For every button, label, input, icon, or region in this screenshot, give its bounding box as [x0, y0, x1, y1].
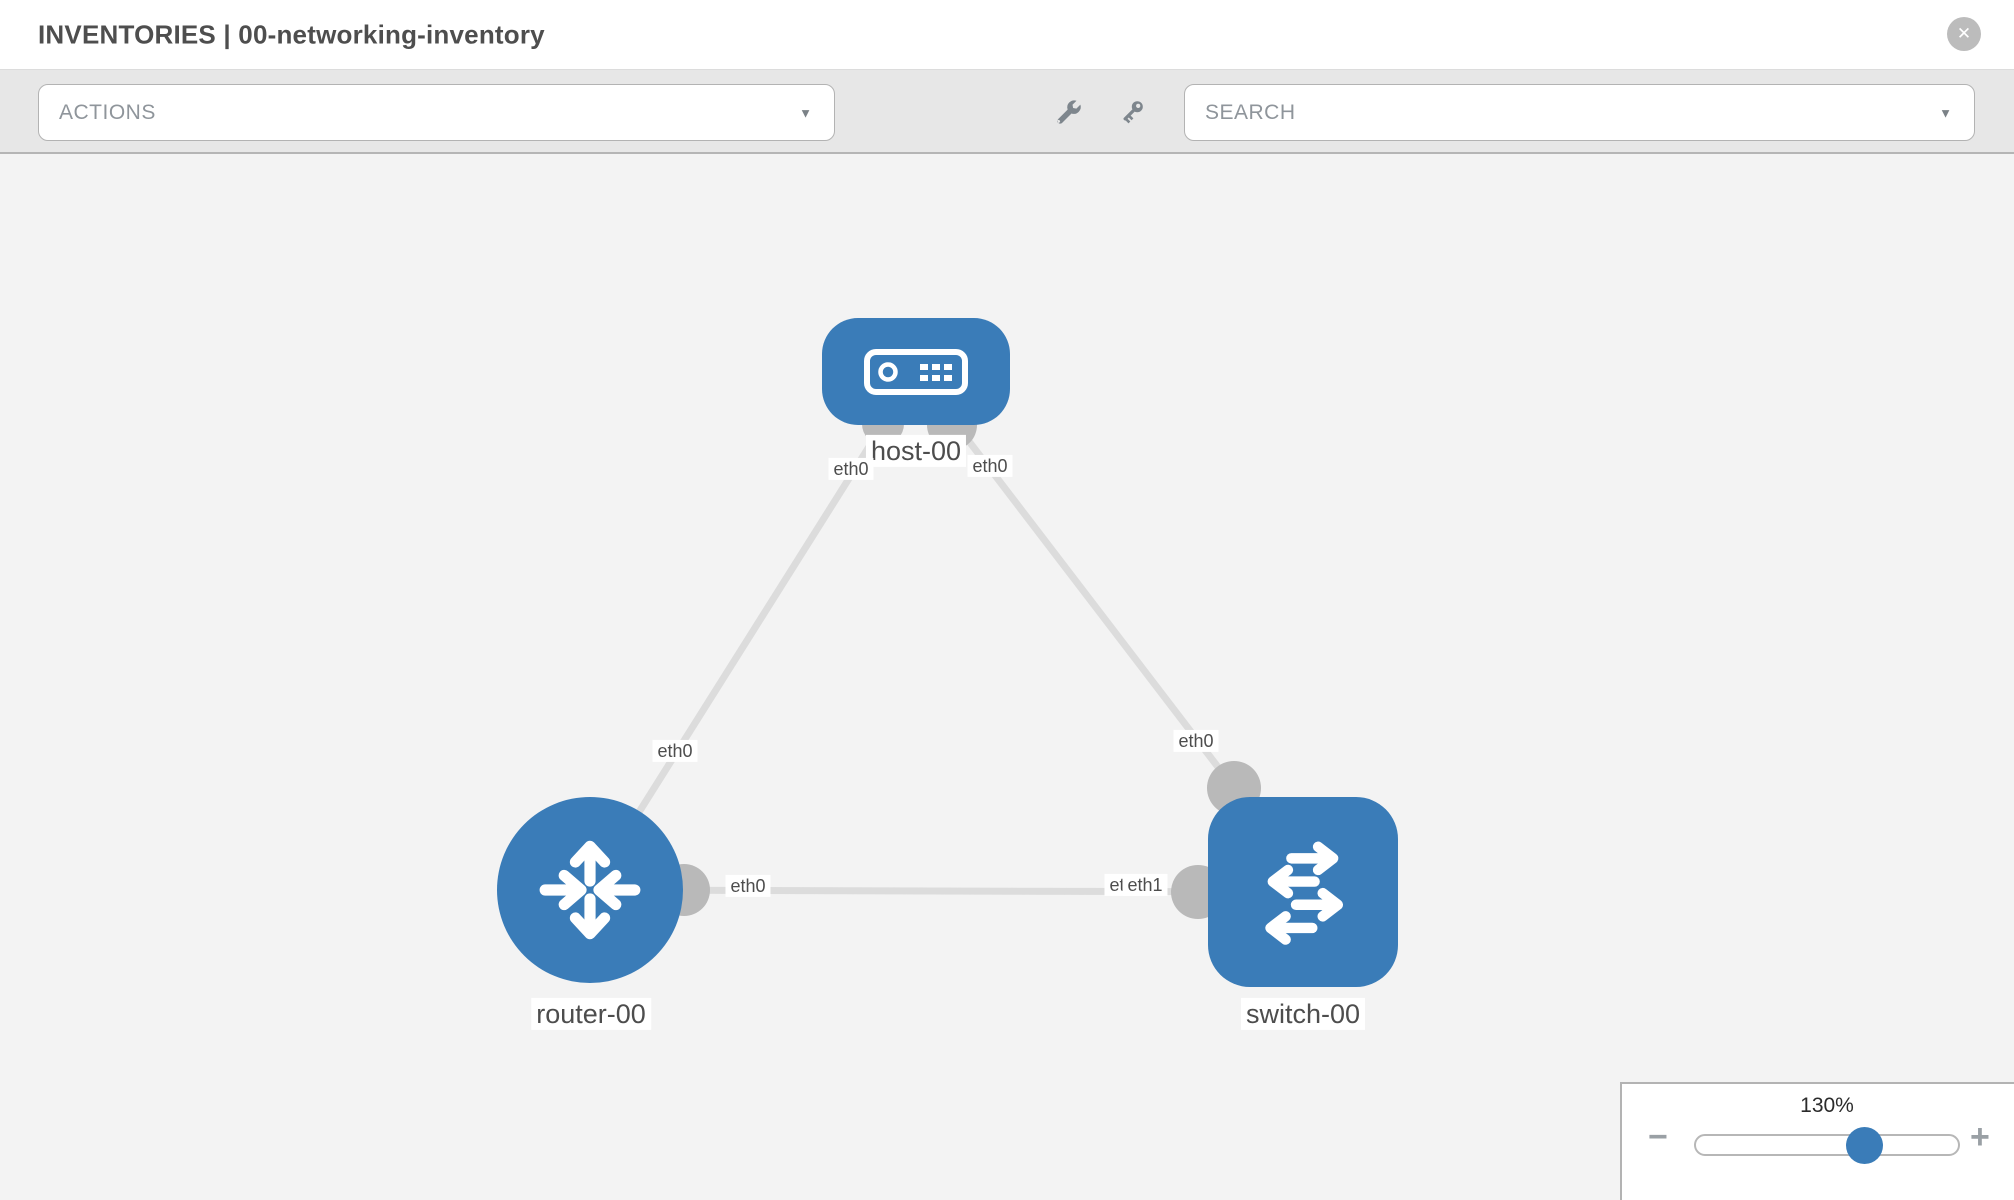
- iface-label: eth0: [967, 454, 1013, 478]
- zoom-slider-thumb[interactable]: [1846, 1127, 1883, 1164]
- zoom-in-button[interactable]: +: [1970, 1120, 1990, 1154]
- iface-label: eth0: [652, 739, 698, 763]
- node-router-00[interactable]: [497, 797, 683, 983]
- wrench-icon: [1057, 100, 1081, 124]
- node-host-00[interactable]: [822, 318, 1010, 425]
- router-icon: [539, 840, 641, 940]
- header-bar: INVENTORIES | 00-networking-inventory ✕: [0, 0, 2014, 70]
- toolbar: ACTIONS ▼ SEARCH ▼: [0, 70, 2014, 154]
- node-label-host: host-00: [865, 434, 967, 468]
- configure-button[interactable]: [1051, 95, 1085, 129]
- host-icon: [864, 348, 968, 395]
- key-icon: [1123, 101, 1143, 124]
- switch-icon: [1265, 841, 1344, 945]
- node-label-router: router-00: [531, 997, 651, 1031]
- node-switch-00[interactable]: [1208, 797, 1398, 987]
- iface-label: eth0: [725, 874, 771, 898]
- close-icon: ✕: [1956, 24, 1972, 43]
- zoom-out-button[interactable]: −: [1648, 1120, 1668, 1154]
- node-label-switch: switch-00: [1240, 997, 1366, 1031]
- iface-label: eth0: [828, 457, 874, 481]
- chevron-down-icon: ▼: [1939, 105, 1952, 120]
- chevron-down-icon: ▼: [799, 105, 812, 120]
- credentials-button[interactable]: [1115, 95, 1149, 129]
- minus-icon: −: [1648, 1118, 1668, 1156]
- page-title: INVENTORIES | 00-networking-inventory: [38, 19, 545, 49]
- iface-label: eth1: [1122, 873, 1168, 897]
- topology-links-layer: [587, 369, 1304, 919]
- topology-canvas[interactable]: host-00 router-00 switch-00 eth0 eth0 et…: [0, 154, 2014, 1200]
- actions-dropdown[interactable]: ACTIONS ▼: [38, 84, 835, 141]
- search-dropdown[interactable]: SEARCH ▼: [1184, 84, 1975, 141]
- zoom-level-value: 130%: [1800, 1094, 1854, 1117]
- plus-icon: +: [1970, 1118, 1990, 1156]
- search-dropdown-label: SEARCH: [1205, 100, 1296, 124]
- iface-label: eth0: [1173, 729, 1219, 753]
- zoom-panel: 130% − +: [1620, 1082, 2014, 1200]
- zoom-slider-track[interactable]: [1694, 1134, 1960, 1156]
- actions-dropdown-label: ACTIONS: [59, 100, 156, 124]
- close-button[interactable]: ✕: [1947, 17, 1981, 51]
